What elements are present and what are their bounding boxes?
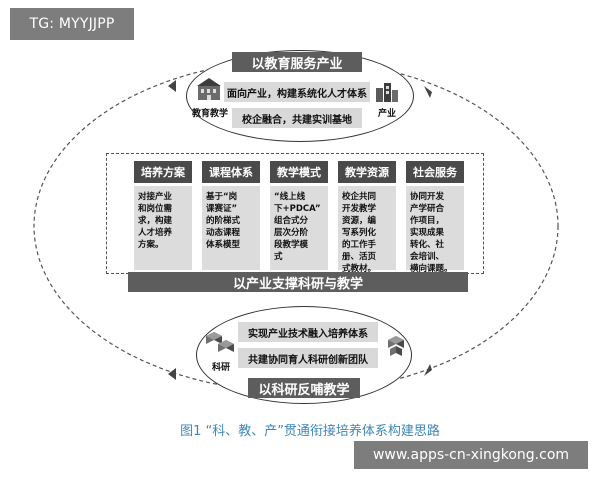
top-line-1: 面向产业，构建系统化人才体系 bbox=[224, 82, 370, 102]
column-resources: 教学资源 校企共同 开发教学 资源，编 写系列化 的工作手 册、活页 式教材。 bbox=[338, 161, 396, 274]
column-title: 教学资源 bbox=[338, 161, 396, 183]
column-body: 协同开发 产学研合 作项目， 实现成果 转化、社 会培训、 横向课题。 bbox=[406, 186, 464, 274]
middle-banner: 以产业支撑科研与教学 bbox=[128, 272, 468, 292]
loop-arrow-bottom-right bbox=[424, 364, 432, 376]
column-title: 社会服务 bbox=[406, 161, 464, 183]
research-cubes-icon bbox=[206, 330, 234, 356]
factory-icon bbox=[374, 80, 400, 104]
column-social-service: 社会服务 协同开发 产学研合 作项目， 实现成果 转化、社 会培训、 横向课题。 bbox=[406, 161, 464, 274]
watermark-tag-top: TG: MYYJJPP bbox=[10, 8, 134, 40]
watermark-url: www.apps-cn-xingkong.com bbox=[354, 441, 588, 469]
column-body: 对接产业 和岗位需 求，构建 人才培养 方案。 bbox=[134, 186, 192, 270]
column-body: “线上线 下+PDCA” 组合式分 层次分阶 段教学模 式 bbox=[270, 186, 328, 270]
cycle-loop-path bbox=[33, 59, 559, 393]
column-teaching-mode: 教学模式 “线上线 下+PDCA” 组合式分 层次分阶 段教学模 式 bbox=[270, 161, 328, 270]
cubes-icon bbox=[384, 334, 408, 358]
top-right-icon-label: 产业 bbox=[378, 109, 397, 119]
top-left-icon-label: 教育教学 bbox=[192, 109, 229, 119]
bottom-line-1: 实现产业技术融入培养体系 bbox=[238, 322, 378, 342]
bottom-line-2: 共建协同育人科研创新团队 bbox=[238, 348, 378, 368]
loop-arrow-top-right bbox=[424, 86, 432, 98]
top-banner: 以教育服务产业 bbox=[232, 52, 362, 72]
column-title: 培养方案 bbox=[134, 161, 192, 183]
top-line-2: 校企融合，共建实训基地 bbox=[232, 108, 362, 128]
column-title: 课程体系 bbox=[202, 161, 260, 183]
figure-caption: 图1 “科、教、产”贯通衔接培养体系构建思路 bbox=[180, 424, 440, 439]
bottom-banner: 以科研反哺教学 bbox=[248, 378, 360, 398]
column-curriculum: 课程体系 基于“岗 课赛证” 的阶梯式 动态课程 体系模型 bbox=[202, 161, 260, 270]
column-body: 校企共同 开发教学 资源，编 写系列化 的工作手 册、活页 式教材。 bbox=[338, 186, 396, 274]
school-building-icon bbox=[196, 76, 222, 102]
bottom-left-icon-label: 科研 bbox=[212, 363, 231, 373]
column-title: 教学模式 bbox=[270, 161, 328, 183]
column-training-plan: 培养方案 对接产业 和岗位需 求，构建 人才培养 方案。 bbox=[134, 161, 192, 270]
loop-arrow-top-left bbox=[168, 80, 176, 92]
column-body: 基于“岗 课赛证” 的阶梯式 动态课程 体系模型 bbox=[202, 186, 260, 270]
loop-arrow-bottom-left bbox=[168, 368, 176, 380]
